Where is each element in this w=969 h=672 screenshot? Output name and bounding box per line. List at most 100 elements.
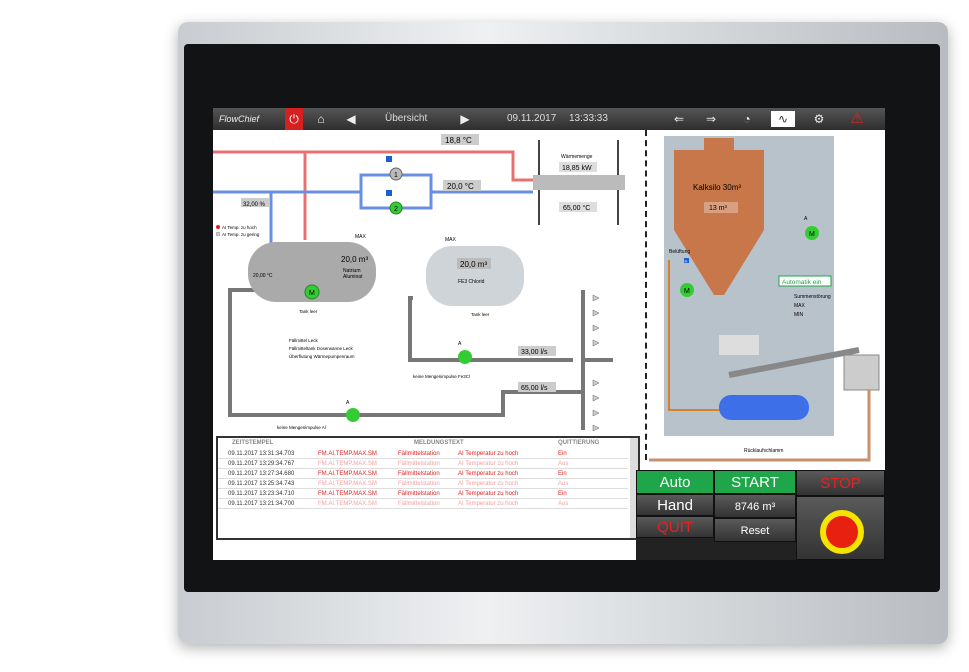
quit-button[interactable]: QUIT <box>636 516 714 538</box>
log-text: AI Temperatur zu hoch <box>458 451 519 457</box>
log-station: Fällmittelstation <box>398 501 440 507</box>
log-text: AI Temperatur zu hoch <box>458 471 519 477</box>
lime-silo <box>674 138 764 295</box>
svg-text:H: H <box>685 259 688 264</box>
log-tag: FM.AI.TEMP.MAX.SM <box>318 451 377 457</box>
silo-level: 13 m³ <box>709 205 728 212</box>
log-scrollbar[interactable] <box>630 438 638 538</box>
log-ts: 09.11.2017 13:21:34.700 <box>228 501 295 507</box>
temp-top-value: 18,8 °C <box>445 136 472 145</box>
log-state: Aus <box>558 481 569 487</box>
log-text: AI Temperatur zu hoch <box>458 481 519 487</box>
control-buttons: Auto START STOP Hand 8746 m³ QUIT Reset <box>636 470 885 560</box>
flow-2: 65,00 l/s <box>521 385 548 392</box>
top-bar: FlowChief ⏻ ⌂ ◀ Übersicht ▶ 09.11.2017 1… <box>213 108 885 130</box>
heat-exchanger <box>533 140 625 225</box>
pump-1 <box>389 167 403 181</box>
svg-text:MIN: MIN <box>794 312 804 318</box>
temp-mid-value: 20,0 °C <box>447 182 474 191</box>
alarm-log[interactable]: ZEITSTEMPEL MELDUNGSTEXT QUITTIERUNG 09.… <box>216 436 640 540</box>
svg-text:Fällmittel Leck: Fällmittel Leck <box>289 338 319 343</box>
log-state: Aus <box>558 461 569 467</box>
log-ts: 09.11.2017 13:27:34.680 <box>228 471 295 477</box>
svg-text:Tank leer: Tank leer <box>471 312 490 317</box>
log-tag: FM.AI.TEMP.MAX.SM <box>318 471 377 477</box>
log-tag: FM.AI.TEMP.MAX.SM <box>318 501 377 507</box>
log-state: Aus <box>558 501 569 507</box>
auto-button[interactable]: Auto <box>636 470 714 494</box>
settings-icon[interactable]: ⚙ <box>813 112 825 126</box>
start-button[interactable]: START <box>714 470 796 494</box>
svg-text:FE3 Chlorid: FE3 Chlorid <box>458 279 485 285</box>
log-tag: FM.AI.TEMP.MAX.SM <box>318 491 377 497</box>
log-ts: 09.11.2017 13:25:34.743 <box>228 481 295 487</box>
svg-text:keine Mengenimpulse Al: keine Mengenimpulse Al <box>277 425 326 430</box>
dosing-pump-fe <box>458 350 472 364</box>
emergency-stop-button[interactable] <box>820 510 864 554</box>
log-row[interactable]: 09.11.2017 13:21:34.700 FM.AI.TEMP.MAX.SM… <box>218 500 628 509</box>
svg-text:MAX: MAX <box>794 303 806 309</box>
brand-logo: FlowChief <box>219 114 260 124</box>
svg-text:Fällmitteltank Doserwanne Leck: Fällmitteltank Doserwanne Leck <box>289 346 354 351</box>
log-tag: FM.AI.TEMP.MAX.SM <box>318 461 377 467</box>
svg-text:Automatik ein: Automatik ein <box>782 279 822 286</box>
svg-text:Überflutung Wärmepumpenraum: Überflutung Wärmepumpenraum <box>289 353 355 359</box>
volume-counter: 8746 m³ <box>714 494 796 518</box>
log-ts: 09.11.2017 13:31:34.703 <box>228 451 295 457</box>
temp-top-box <box>441 134 479 145</box>
svg-text:20,0 m³: 20,0 m³ <box>341 255 368 264</box>
tank-fe3-chlorid <box>426 246 524 306</box>
log-row[interactable]: 09.11.2017 13:27:34.680 FM.AI.TEMP.MAX.SM… <box>218 470 628 479</box>
svg-text:Aluminat: Aluminat <box>343 274 363 280</box>
reset-button[interactable]: Reset <box>714 518 796 542</box>
svg-text:Belüftung: Belüftung <box>669 249 690 255</box>
svg-text:M: M <box>309 290 315 297</box>
silo-title: Kalksilo 30m³ <box>693 183 741 192</box>
svg-text:MAX: MAX <box>445 237 457 243</box>
process-diagram: 18,8 °C 20,0 °C 32,00 % 1 2 Wärmemenge 1… <box>213 134 625 432</box>
heat-temp: 65,00 °C <box>563 204 590 212</box>
pump-1-label: 1 <box>394 172 398 179</box>
valve-percent: 32,00 % <box>243 202 266 208</box>
log-header-ack: QUITTIERUNG <box>558 440 600 446</box>
log-header-timestamp: ZEITSTEMPEL <box>232 440 274 446</box>
hand-button[interactable]: Hand <box>636 494 714 516</box>
alarm-low: AI Temp. zu gering <box>222 232 260 237</box>
power-button[interactable]: ⏻ <box>285 108 303 130</box>
logout-icon[interactable]: ⇒ <box>705 112 717 126</box>
heat-label: Wärmemenge <box>561 154 593 160</box>
alarm-high: AI Temp. zu hoch <box>222 225 257 230</box>
alarm-warning-icon[interactable]: ⚠ <box>850 110 864 127</box>
log-text: AI Temperatur zu hoch <box>458 501 519 507</box>
svg-text:Rücklaufschlamm: Rücklaufschlamm <box>744 448 783 454</box>
arrow-left-icon[interactable]: ◀ <box>346 112 356 126</box>
hmi-screen: FlowChief ⏻ ⌂ ◀ Übersicht ▶ 09.11.2017 1… <box>213 108 885 560</box>
tank-natrium-aluminat <box>248 242 376 302</box>
svg-text:20,0 m³: 20,0 m³ <box>460 260 487 269</box>
stop-label[interactable]: STOP <box>796 470 885 496</box>
login-icon[interactable]: ⇐ <box>673 112 685 126</box>
svg-text:Natrium: Natrium <box>343 268 361 274</box>
log-state: Ein <box>558 471 567 477</box>
arrow-right-icon[interactable]: ▶ <box>460 112 470 126</box>
log-station: Fällmittelstation <box>398 471 440 477</box>
log-state: Ein <box>558 451 567 457</box>
svg-text:A: A <box>458 341 462 347</box>
outlet-valves <box>592 294 600 432</box>
trend-icon[interactable]: ∿ <box>771 111 795 127</box>
gauge-icon[interactable]: ◔ <box>743 112 751 126</box>
svg-text:MAX: MAX <box>355 234 367 240</box>
log-station: Fällmittelstation <box>398 481 440 487</box>
silo-diagram: Kalksilo 30m³ 13 m³ M A M Belüftung H Au… <box>649 136 880 462</box>
svg-text:Tank leer: Tank leer <box>299 309 318 314</box>
automatic-on-badge <box>778 275 832 287</box>
home-icon[interactable]: ⌂ <box>317 112 325 126</box>
svg-text:20,00 °C: 20,00 °C <box>253 273 273 279</box>
log-row[interactable]: 09.11.2017 13:31:34.703 FM.AI.TEMP.MAX.SM… <box>218 450 628 459</box>
log-text: AI Temperatur zu hoch <box>458 461 519 467</box>
log-station: Fällmittelstation <box>398 461 440 467</box>
svg-text:Summenstörung: Summenstörung <box>794 294 831 300</box>
